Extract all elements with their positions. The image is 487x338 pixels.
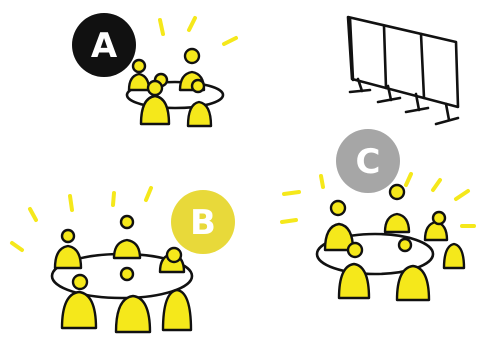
- group-b-label: B: [190, 203, 216, 243]
- group-a-scene: [127, 18, 236, 126]
- whiteboard-icon: [348, 17, 458, 124]
- group-c-badge: C: [336, 129, 400, 193]
- group-a-badge: A: [72, 13, 136, 77]
- group-c-people: [325, 185, 464, 300]
- group-a-people: [129, 49, 211, 126]
- group-c-label: C: [356, 142, 381, 182]
- group-b-people: [55, 216, 191, 332]
- group-c-scene: [282, 174, 474, 300]
- group-a-label: A: [91, 26, 118, 66]
- group-b-badge: B: [171, 190, 235, 254]
- group-b-scene: [12, 188, 192, 332]
- group-a-highlight-rays: [160, 18, 236, 44]
